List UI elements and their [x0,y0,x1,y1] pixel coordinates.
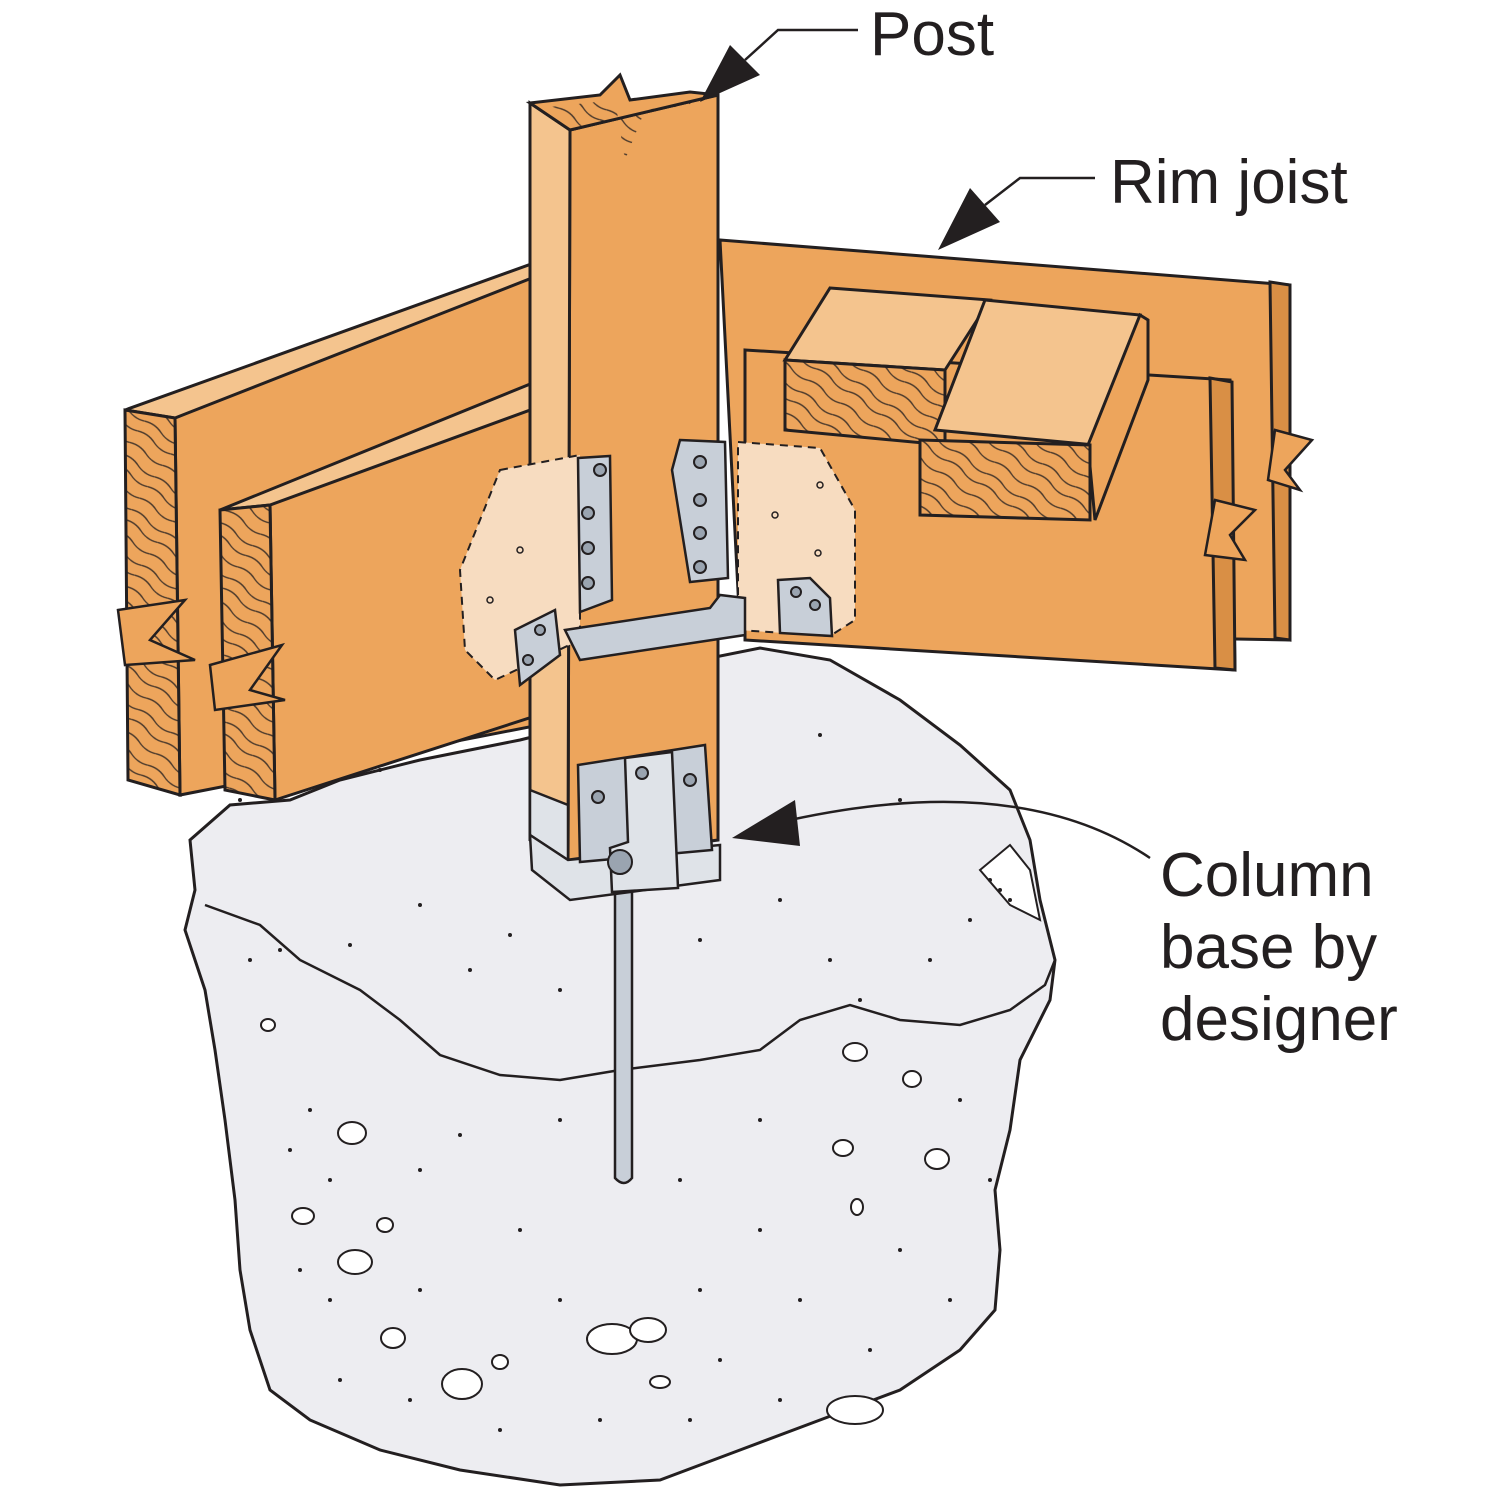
concrete-speckles [238,733,1012,1432]
rim-break [1266,428,1315,493]
column-leader [789,800,1151,860]
rim-arrow-icon [938,188,1000,250]
aggregate-stones [260,1018,950,1425]
hanger-seat [563,593,747,662]
rim-leader [984,176,1095,206]
hanger-right-flange [670,438,730,584]
break-mark-left [116,598,196,667]
post-arrow-icon [700,45,760,102]
left-beams [116,256,590,803]
break-mark-left-2 [208,642,286,712]
column-base-label-line-1: Column [1160,841,1374,910]
anchor-rod [613,878,634,1185]
steel-connector [513,438,834,688]
post-label-text: Post [870,0,995,69]
post-leader [744,28,858,61]
footing-top-edge [204,903,1057,1082]
column-base [528,743,722,1185]
hanger-left-tab [513,608,562,688]
column-base-label: Column base by designer [1160,840,1398,1056]
footing-chip [978,843,1042,922]
leaders [744,28,1151,860]
hanger-left-flange [576,454,614,614]
arrowheads [700,45,1000,846]
column-base-label-line-3: designer [1160,985,1398,1054]
rim-joist-label: Rim joist [1110,150,1348,216]
column-arrow-icon [732,800,800,846]
inner-break [1203,498,1258,562]
rim-joist [718,238,1315,672]
blocking-right-face [1086,312,1150,521]
post-label: Post [870,2,994,68]
column-base-label-line-2: base by [1160,913,1378,982]
rim-joist-label-text: Rim joist [1110,148,1348,217]
